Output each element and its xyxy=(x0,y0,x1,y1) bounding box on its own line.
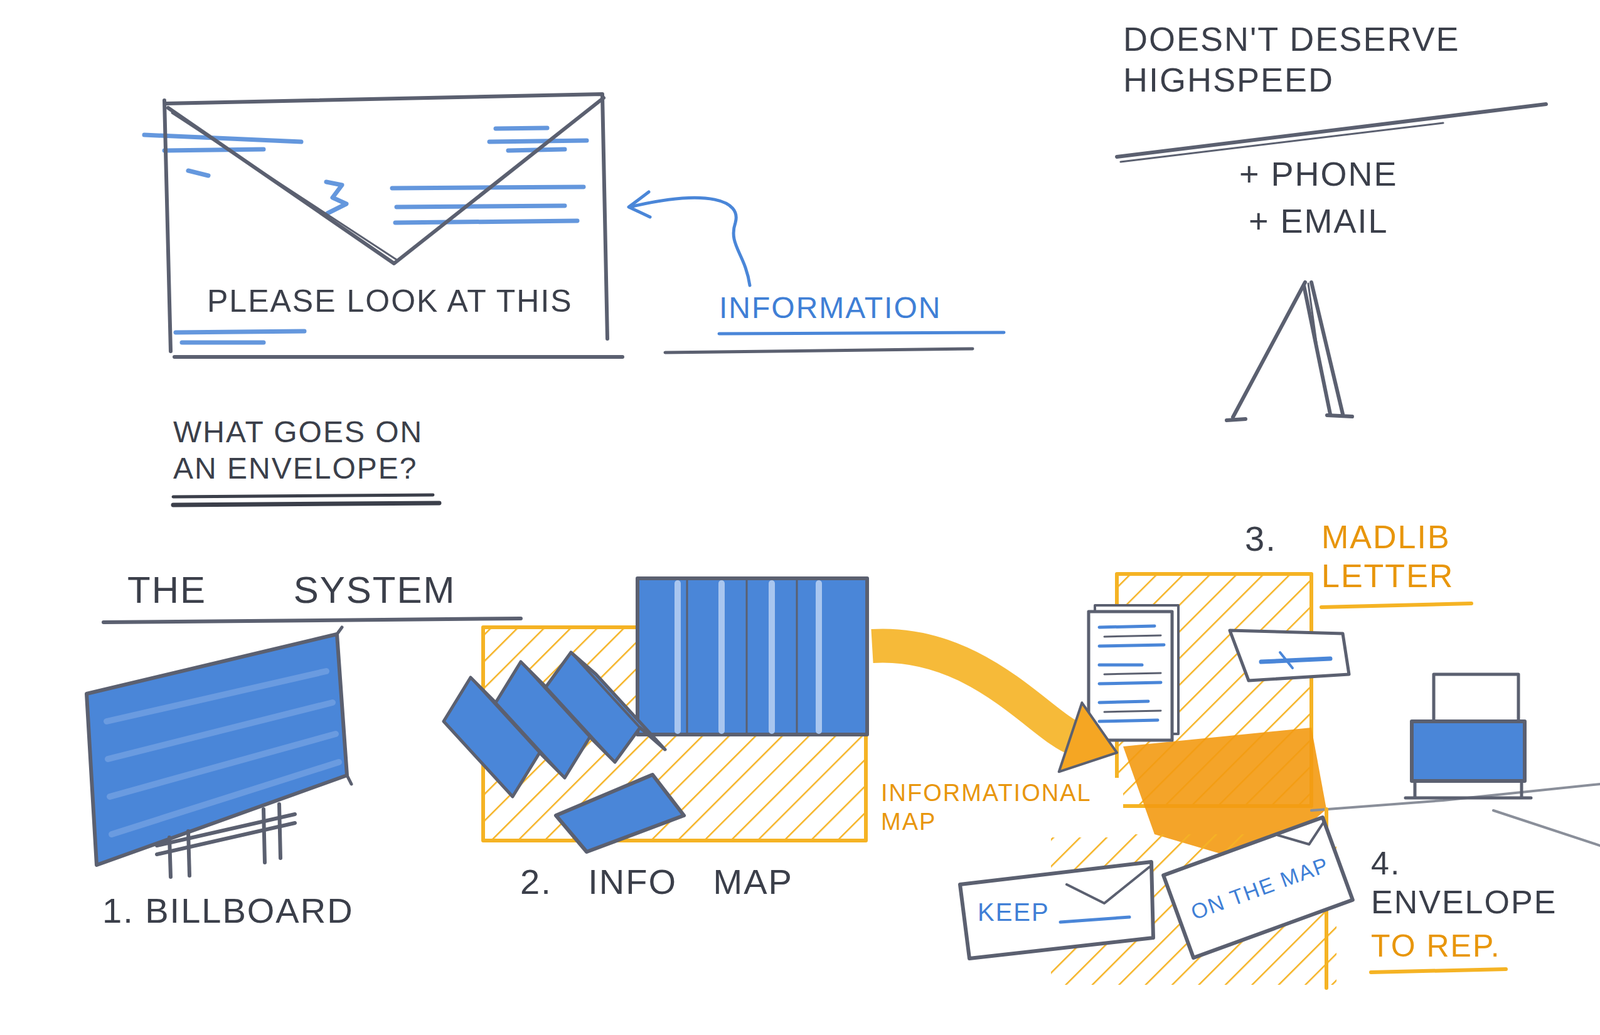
step-label: TO REP. xyxy=(1370,927,1501,966)
flow-arrow xyxy=(872,645,1117,772)
flow-band xyxy=(872,645,1077,740)
billboard-box: 1. BILLBOARD xyxy=(75,621,402,954)
node-title: KEEP xyxy=(977,897,1050,928)
envelope-sketch: PLEASE LOOK AT THIS xyxy=(163,96,609,361)
billboard-drawing xyxy=(86,627,352,878)
note-text: + PHONE xyxy=(1239,153,1398,195)
question-text: WHAT GOES ON AN ENVELOPE? xyxy=(173,414,450,487)
section-heading: THE SYSTEM xyxy=(127,567,456,614)
info-map-box: 2. INFO MAP xyxy=(439,564,873,923)
node-title: PLEASE LOOK AT THIS xyxy=(207,282,573,320)
envelope-blue-scribbles xyxy=(144,128,587,343)
step-label: 4. ENVELOPE xyxy=(1370,843,1579,923)
arrow-head xyxy=(1059,702,1117,772)
note-text: DOESN'T DESERVE HIGHSPEED xyxy=(1123,18,1588,101)
information-underline xyxy=(665,348,973,353)
tripod-sketch xyxy=(1226,282,1353,421)
node-title: 3. xyxy=(1244,517,1277,560)
node-subtitle: MADLIB LETTER xyxy=(1321,517,1523,597)
information-arrow xyxy=(628,192,1004,334)
note-text: + EMAIL xyxy=(1248,200,1389,242)
keep-envelope: KEEP xyxy=(958,862,1155,960)
information-label: INFORMATION xyxy=(719,289,942,327)
edge-label: INFORMATIONAL MAP xyxy=(877,778,1124,838)
question-underline xyxy=(173,495,440,506)
madlib-letter-box: 3. MADLIB LETTER xyxy=(1116,511,1531,813)
system-underline xyxy=(103,618,521,623)
node-title: 1. BILLBOARD xyxy=(102,889,354,932)
printer-drawing xyxy=(1311,674,1600,846)
highspeed-underline xyxy=(1116,104,1547,162)
node-title: 2. INFO MAP xyxy=(520,860,794,903)
node-title: ON THE MAP xyxy=(1187,852,1333,926)
envelope-outline xyxy=(164,94,623,358)
info-map-drawing xyxy=(443,578,868,853)
